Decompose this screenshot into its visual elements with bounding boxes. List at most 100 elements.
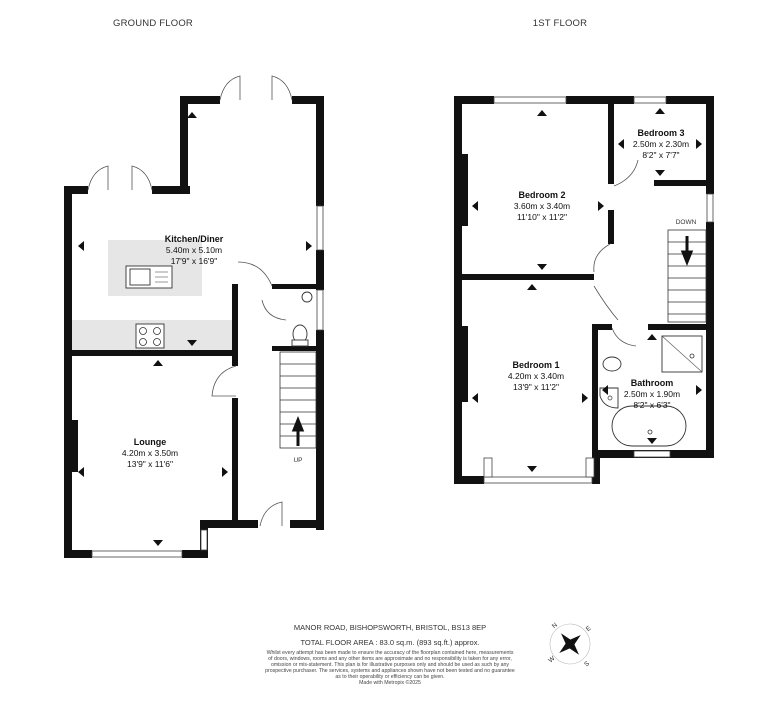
disclaimer-line: omission or mis-statement. This plan is … [271, 662, 509, 668]
window [483, 457, 493, 478]
bath-icon [611, 405, 687, 447]
compass-west-label: W [547, 655, 557, 665]
wall [608, 210, 614, 244]
bath-drain [647, 429, 653, 435]
door-swing [261, 299, 287, 321]
window [316, 205, 324, 251]
marker-arrow-icon [222, 467, 228, 477]
wall [608, 100, 614, 184]
door-swing [237, 261, 273, 287]
toilet-cistern [291, 339, 309, 347]
compass-east-label: E [585, 624, 593, 633]
ground-floor-title: GROUND FLOOR [113, 18, 193, 29]
room-imperial-lounge: 13'9" x 11'6" [127, 459, 173, 469]
marker-arrow-icon [647, 334, 657, 340]
door-swing [611, 327, 637, 347]
wall [232, 398, 238, 526]
room-name-bathroom: Bathroom [631, 378, 674, 388]
shower-diagonal [661, 335, 703, 373]
marker-arrow-icon [696, 385, 702, 395]
wall [592, 450, 600, 484]
stairs-up-label: UP [293, 457, 302, 464]
window [91, 550, 183, 558]
room-metric-bedroom3: 2.50m x 2.30m [633, 139, 689, 149]
disclaimer-line: Made with Metropix ©2025 [359, 679, 421, 686]
basin-icon [301, 291, 313, 303]
window [633, 450, 671, 458]
basin-drain [607, 395, 613, 401]
wall [666, 96, 714, 104]
door-swing [593, 243, 611, 273]
wall [64, 350, 234, 356]
marker-arrow-icon [537, 264, 547, 270]
marker-arrow-icon [655, 108, 665, 114]
marker-arrow-icon [598, 201, 604, 211]
arrow-up-icon [291, 415, 305, 446]
marker-arrow-icon [537, 110, 547, 116]
wall [292, 96, 324, 104]
wall [454, 96, 462, 484]
room-metric-lounge: 4.20m x 3.50m [122, 448, 178, 458]
hob-ring [153, 338, 161, 346]
room-metric-kitchen: 5.40m x 5.10m [166, 245, 222, 255]
basin-icon [599, 387, 619, 409]
compass-north-label: N [551, 622, 559, 631]
marker-arrow-icon [655, 170, 665, 176]
sink-bowl [129, 268, 151, 286]
hob-ring [139, 327, 147, 335]
wall [182, 550, 208, 558]
disclaimer-line: as to their operability or efficiency ca… [335, 674, 444, 680]
door-swing [211, 365, 237, 397]
wall [316, 96, 324, 206]
property-address: MANOR ROAD, BISHOPSWORTH, BRISTOL, BS13 … [294, 623, 486, 632]
room-name-bedroom2: Bedroom 2 [518, 190, 565, 200]
wall [64, 186, 72, 558]
wall [316, 250, 324, 290]
window [585, 457, 595, 478]
wall [64, 186, 88, 194]
toilet-icon [602, 356, 622, 372]
first-floor-title: 1ST FLOOR [533, 18, 587, 29]
marker-arrow-icon [153, 360, 163, 366]
wall [200, 520, 258, 528]
staircase-down [667, 229, 707, 323]
french-door-left [87, 165, 153, 191]
ground-floor-plan: UP Kitchen/Diner 5.40m x 5.10m 17'9" x 1… [64, 75, 324, 558]
marker-arrow-icon [187, 340, 197, 346]
wall [648, 324, 710, 330]
marker-arrow-icon [618, 139, 624, 149]
room-name-lounge: Lounge [134, 437, 167, 447]
footer: MANOR ROAD, BISHOPSWORTH, BRISTOL, BS13 … [265, 623, 515, 686]
marker-arrow-icon [153, 540, 163, 546]
wall [152, 186, 190, 194]
room-imperial-bedroom3: 8'2" x 7'7" [642, 150, 679, 160]
door-swing [259, 501, 283, 527]
wall [592, 324, 598, 454]
wall [232, 284, 238, 366]
marker-arrow-icon [472, 393, 478, 403]
window [483, 476, 593, 484]
window [200, 529, 208, 551]
room-metric-bedroom2: 3.60m x 3.40m [514, 201, 570, 211]
stairs-down-label: DOWN [676, 219, 697, 226]
marker-arrow-icon [582, 393, 588, 403]
marker-arrow-icon [527, 466, 537, 472]
wall [706, 222, 714, 458]
room-name-bedroom3: Bedroom 3 [637, 128, 684, 138]
room-name-bedroom1: Bedroom 1 [512, 360, 559, 370]
room-imperial-bathroom: 8'2" x 6'3" [633, 400, 670, 410]
wall [454, 96, 494, 104]
compass-south-label: S [583, 660, 591, 669]
window [706, 193, 714, 223]
marker-arrow-icon [696, 139, 702, 149]
room-imperial-bedroom1: 13'9" x 11'2" [513, 382, 559, 392]
fireplace [462, 326, 468, 402]
room-metric-bedroom1: 4.20m x 3.40m [508, 371, 564, 381]
wall [654, 180, 710, 186]
wall [272, 346, 322, 351]
disclaimer-line: of doors, windows, rooms and any other i… [268, 656, 512, 662]
total-floor-area: TOTAL FLOOR AREA : 83.0 sq.m. (893 sq.ft… [300, 638, 479, 647]
disclaimer-line: Whilst every attempt has been made to en… [267, 650, 514, 656]
door-swing [593, 285, 619, 321]
window [493, 96, 567, 104]
